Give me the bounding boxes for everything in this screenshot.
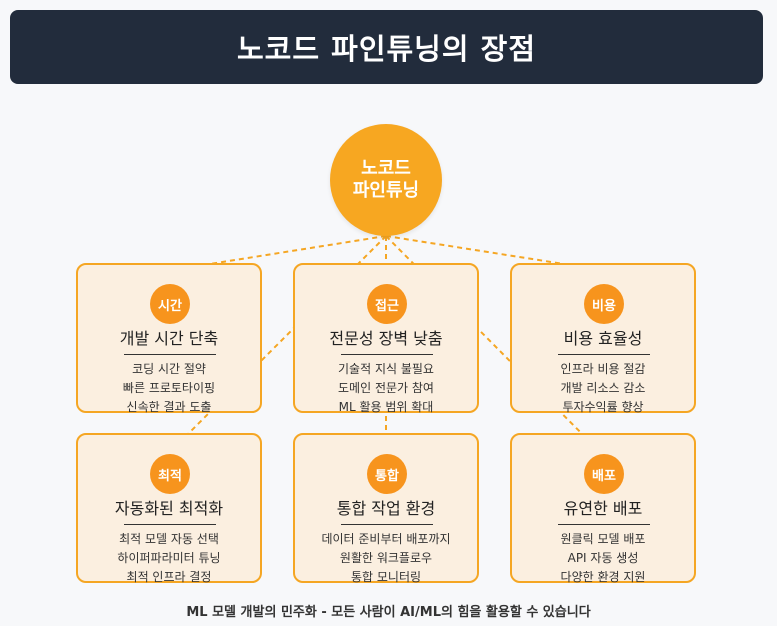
card-item: 도메인 전문가 참여 <box>338 381 434 395</box>
card-badge: 접근 <box>367 284 407 324</box>
card-badge: 시간 <box>150 284 190 324</box>
card-item: 하이퍼파라미터 튜닝 <box>117 551 221 565</box>
card-item: 원클릭 모델 배포 <box>560 532 646 546</box>
card-access: 접근 전문성 장벽 낮춤 기술적 지식 불필요 도메인 전문가 참여 ML 활용… <box>293 263 479 414</box>
card-deploy: 배포 유연한 배포 원클릭 모델 배포 API 자동 생성 다양한 환경 지원 <box>510 433 696 584</box>
central-node-label-line2: 파인튜닝 <box>352 180 420 201</box>
card-divider <box>558 354 650 355</box>
card-item: ML 활용 범위 확대 <box>338 400 434 414</box>
card-cost: 비용 비용 효율성 인프라 비용 절감 개발 리소스 감소 투자수익률 향상 <box>510 263 696 414</box>
card-title: 통합 작업 환경 <box>336 499 436 518</box>
card-items: 코딩 시간 절약 빠른 프로토타이핑 신속한 결과 도출 <box>78 360 260 417</box>
card-item: 데이터 준비부터 배포까지 <box>321 532 451 546</box>
card-title: 유연한 배포 <box>563 499 643 518</box>
central-node-label-line1: 노코드 <box>361 158 411 179</box>
card-item: 코딩 시간 절약 <box>132 362 206 376</box>
card-item: 신속한 결과 도출 <box>126 400 212 414</box>
card-integrate: 통합 통합 작업 환경 데이터 준비부터 배포까지 원활한 워크플로우 통합 모… <box>293 433 479 584</box>
card-items: 최적 모델 자동 선택 하이퍼파라미터 튜닝 최적 인프라 결정 <box>78 530 260 587</box>
card-item: 빠른 프로토타이핑 <box>122 381 216 395</box>
card-title: 개발 시간 단축 <box>119 329 219 348</box>
card-item: API 자동 생성 <box>567 551 639 565</box>
card-divider <box>124 524 216 525</box>
card-item: 인프라 비용 절감 <box>560 362 646 376</box>
card-items: 기술적 지식 불필요 도메인 전문가 참여 ML 활용 범위 확대 <box>295 360 477 417</box>
card-divider <box>558 524 650 525</box>
card-items: 원클릭 모델 배포 API 자동 생성 다양한 환경 지원 <box>512 530 694 587</box>
card-item: 다양한 환경 지원 <box>560 570 646 584</box>
card-item: 원활한 워크플로우 <box>339 551 433 565</box>
connector-line-optimize <box>169 235 387 453</box>
card-badge: 비용 <box>584 284 624 324</box>
card-title: 전문성 장벽 낮춤 <box>329 329 443 348</box>
card-title: 자동화된 최적화 <box>114 499 224 518</box>
card-item: 최적 인프라 결정 <box>126 570 212 584</box>
title-banner: 노코드 파인튜닝의 장점 <box>10 10 763 84</box>
card-items: 데이터 준비부터 배포까지 원활한 워크플로우 통합 모니터링 <box>295 530 477 587</box>
footer-caption: ML 모델 개발의 민주화 - 모든 사람이 AI/ML의 힘을 활용할 수 있… <box>186 605 591 620</box>
card-title: 비용 효율성 <box>563 329 643 348</box>
card-item: 투자수익률 향상 <box>562 400 644 414</box>
card-item: 개발 리소스 감소 <box>560 381 646 395</box>
card-badge: 배포 <box>584 454 624 494</box>
card-badge: 통합 <box>367 454 407 494</box>
card-time: 시간 개발 시간 단축 코딩 시간 절약 빠른 프로토타이핑 신속한 결과 도출 <box>76 263 262 414</box>
card-item: 통합 모니터링 <box>350 570 422 584</box>
page-title: 노코드 파인튜닝의 장점 <box>237 32 536 66</box>
connector-line-deploy <box>385 235 601 453</box>
card-divider <box>124 354 216 355</box>
card-item: 최적 모델 자동 선택 <box>119 532 219 546</box>
card-badge: 최적 <box>150 454 190 494</box>
central-node: 노코드 파인튜닝 <box>330 124 442 236</box>
card-divider <box>341 524 433 525</box>
card-divider <box>341 354 433 355</box>
card-item: 기술적 지식 불필요 <box>338 362 434 376</box>
card-items: 인프라 비용 절감 개발 리소스 감소 투자수익률 향상 <box>512 360 694 417</box>
card-optimize: 최적 자동화된 최적화 최적 모델 자동 선택 하이퍼파라미터 튜닝 최적 인프… <box>76 433 262 584</box>
